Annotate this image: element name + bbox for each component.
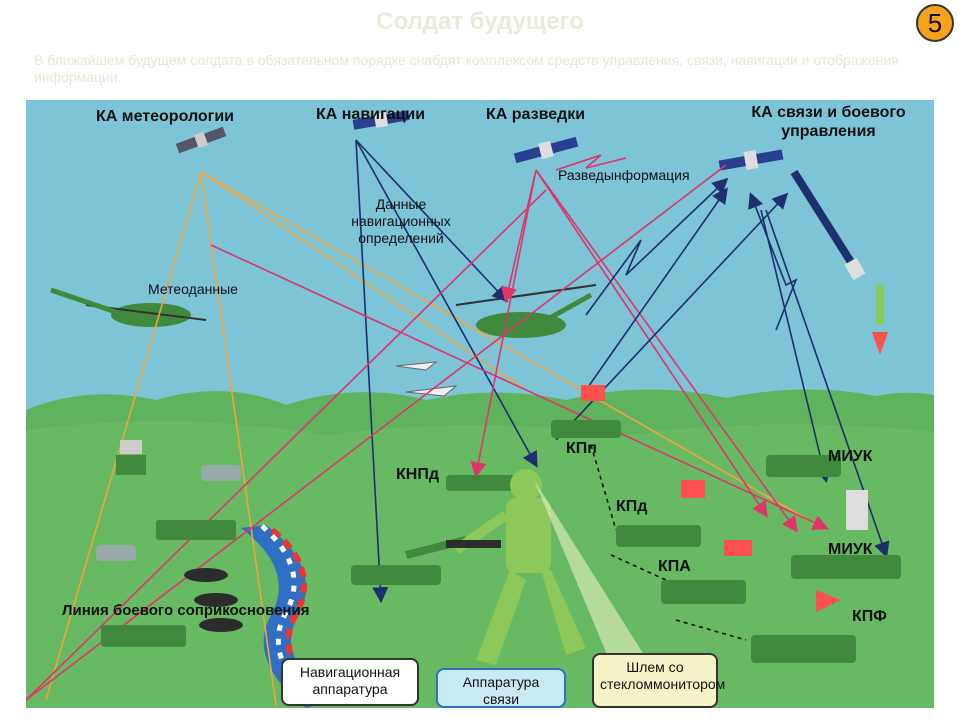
vehicle-miuk-2 [791,490,901,579]
label-meteo-data: Метеоданные [148,281,238,297]
callout-comm-equipment: Аппаратура связи [436,668,566,708]
label-sat-meteo: КА метеорологии [96,108,235,125]
satellite-comm-icon [718,149,784,171]
label-miuk-1: МИУК [828,448,873,465]
spg-unit-1 [201,465,241,481]
page-title: Солдат будущего [376,8,584,35]
page-number-badge: 5 [916,4,954,42]
label-nav-data: Данные навигационных определений [351,196,451,246]
vehicle-knpd [446,475,516,491]
link-lines [25,139,890,706]
helicopter-icon-left [50,287,207,327]
label-sat-nav: КА навигации [316,106,426,123]
satellite-meteo-icon [175,126,227,154]
satellite-recon-icon [513,136,579,164]
vehicle-kpd [616,480,705,547]
label-kpd: КПд [616,498,648,515]
label-sat-comm: КА связи и боевого управления [751,104,906,140]
label-sat-recon: КА разведки [486,106,586,123]
soldier-figure [446,469,586,665]
label-knpd: КНПд [396,466,439,483]
helicopter-icon-center [455,284,597,338]
tanks-group [184,568,243,632]
contact-line-strip [241,525,336,708]
missile-icon [790,169,866,281]
satellite-nav-icon [352,110,410,130]
diagram-canvas [25,100,934,708]
vehicle-miuk-1 [766,455,841,477]
label-recon-info: Разведынформация [558,167,690,183]
callout-helmet: Шлем со стекломмонитором [592,653,725,708]
hills [26,421,934,708]
spg-unit-2 [96,545,136,561]
label-kpa: КПА [658,558,691,575]
label-kpf: КПФ [852,608,887,625]
vehicle-truck-left [101,625,186,647]
diagram-scene: КА метеорологии КА навигации КА разведки… [25,100,934,708]
label-kpp: КПп [566,440,597,457]
vehicle-kpa [661,540,752,604]
label-miuk-2: МИУК [828,541,873,558]
label-contact-line: Линия боевого соприкосновения [62,602,310,619]
callout-nav-equipment: Навигационная аппаратура [281,658,419,706]
vehicle-truck-mid [156,520,236,540]
intro-text: В ближайшем будущем солдата в обязательн… [34,52,899,85]
helmet-beam [534,480,666,700]
sky [26,100,934,430]
radar-unit [116,440,146,475]
rocket-icon [872,285,888,355]
vehicle-kpf [751,590,856,663]
jet-icon-1 [395,361,438,371]
vehicle-kpp [551,385,621,438]
